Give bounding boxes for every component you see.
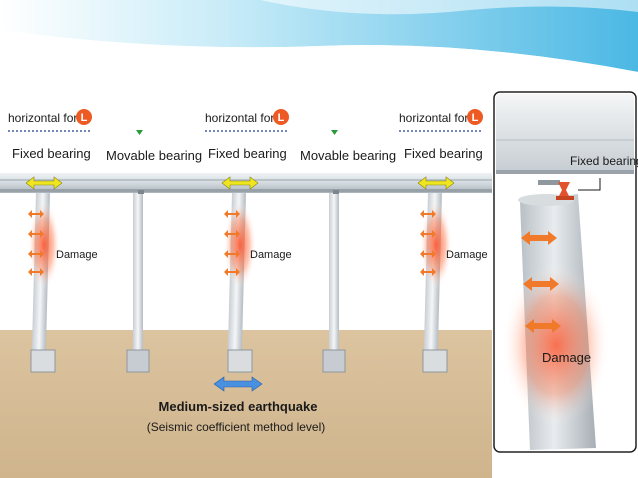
- pier-2: [126, 193, 150, 373]
- force-badge-icon: [76, 109, 92, 125]
- horizontal-force-label-1: horizontal force L: [8, 109, 92, 132]
- force-badge-icon: [273, 109, 289, 125]
- fixed-bearing-label: Fixed bearing: [12, 146, 91, 161]
- earthquake-arrow: [213, 376, 263, 392]
- force-arrows: [25, 176, 455, 190]
- movable-marker-icon: [331, 130, 338, 135]
- fixed-bearing-device: [558, 182, 570, 198]
- force-badge-text: L: [278, 112, 285, 124]
- horizontal-force-text: horizontal force: [399, 111, 481, 125]
- damage-glow-2: [224, 201, 256, 289]
- horizontal-force-label-2: horizontal force L: [205, 109, 289, 132]
- header-banner: [0, 0, 638, 78]
- damage-glow-3: [420, 201, 452, 289]
- big-damage-arrow-2: [523, 277, 559, 291]
- pier-4: [322, 193, 346, 373]
- panel-fixed-bearing-label: Fixed bearing: [570, 154, 638, 168]
- damage-arrows-2: [224, 210, 240, 276]
- detail-panel: [493, 91, 637, 453]
- bearing-markers: [138, 190, 339, 194]
- force-badge-text: L: [81, 112, 88, 124]
- horizontal-force-text: horizontal force: [205, 111, 287, 125]
- big-damage-arrow-1: [521, 231, 557, 245]
- movable-marker-icon: [136, 130, 143, 135]
- damage-arrows-1: [28, 210, 44, 276]
- damage-label: Damage: [56, 249, 98, 261]
- damage-label: Damage: [446, 249, 488, 261]
- movable-bearing-label: Movable bearing: [300, 148, 396, 163]
- force-arrow-3: [417, 176, 455, 190]
- force-arrow-2: [221, 176, 259, 190]
- movable-bearing-label: Movable bearing: [106, 148, 202, 163]
- horizontal-force-label-3: horizontal force L: [399, 109, 483, 132]
- fixed-bearing-label: Fixed bearing: [404, 146, 483, 161]
- force-badge-text: L: [472, 112, 479, 124]
- damage-arrows-3: [420, 210, 436, 276]
- panel-damage-label: Damage: [542, 350, 591, 365]
- force-badge-icon: [467, 109, 483, 125]
- horizontal-force-text: horizontal force: [8, 111, 90, 125]
- earthquake-title: Medium-sized earthquake: [159, 399, 318, 414]
- force-arrow-1: [25, 176, 63, 190]
- damage-label: Damage: [250, 249, 292, 261]
- damage-glow-1: [28, 201, 60, 289]
- earthquake-subtitle: (Seismic coefficient method level): [147, 420, 326, 434]
- big-damage-arrow-3: [525, 319, 561, 333]
- fixed-bearing-label: Fixed bearing: [208, 146, 287, 161]
